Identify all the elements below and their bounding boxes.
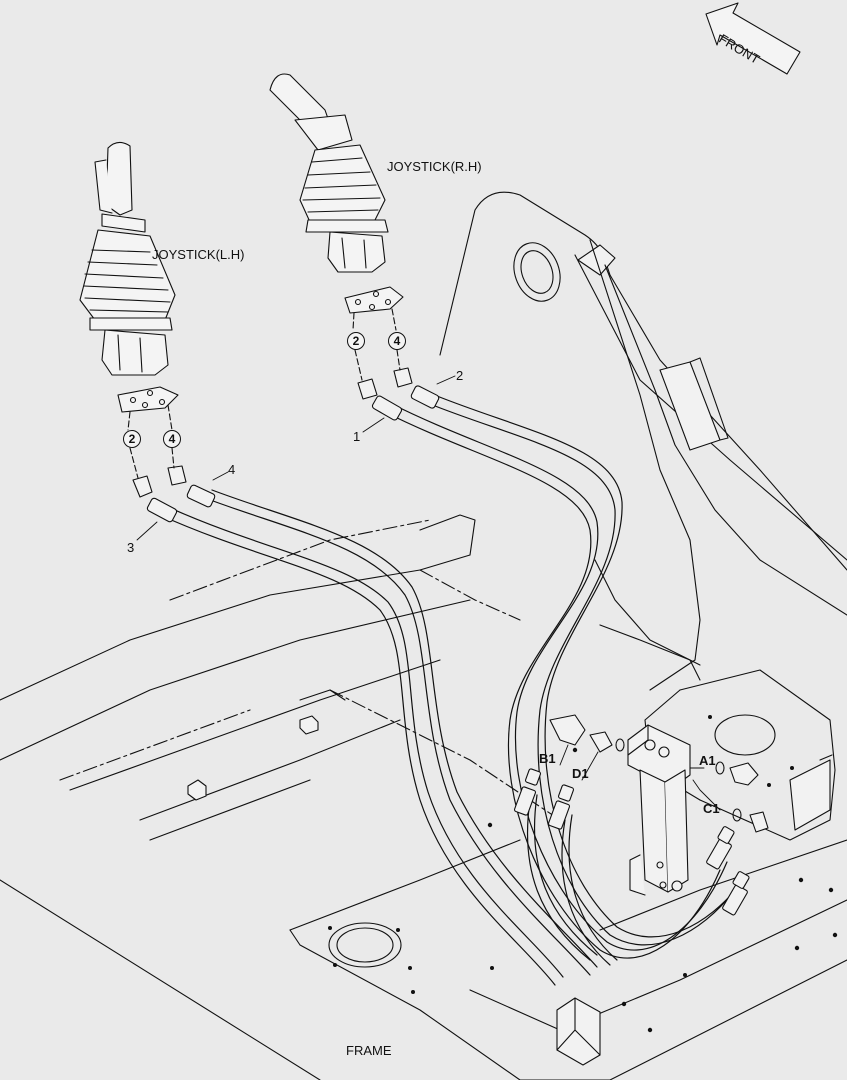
port-marker-rh-2: 2 — [347, 332, 365, 350]
front-arrow-icon — [705, 2, 801, 75]
right-joystick — [269, 73, 404, 381]
joystick-lh-label: JOYSTICK(L.H) — [152, 247, 245, 262]
port-d1-label: D1 — [572, 766, 589, 781]
port-marker-rh-4: 4 — [388, 332, 406, 350]
port-marker-lh-4: 4 — [163, 430, 181, 448]
port-b1-label: B1 — [539, 751, 556, 766]
port-marker-lh-2: 2 — [123, 430, 141, 448]
callout-1: 1 — [353, 429, 361, 444]
hose-fittings — [132, 367, 769, 916]
frame-label: FRAME — [346, 1043, 392, 1058]
frame-structure — [0, 514, 847, 1080]
port-a1-label: A1 — [699, 753, 716, 768]
boom-structure — [439, 191, 847, 841]
left-joystick — [79, 141, 179, 479]
valve-block — [627, 724, 691, 896]
callout-4: 4 — [228, 462, 236, 477]
hydraulic-hoses — [159, 395, 743, 986]
callout-2: 2 — [456, 368, 464, 383]
callout-3: 3 — [127, 540, 135, 555]
port-c1-label: C1 — [703, 801, 720, 816]
leader-lines — [136, 375, 721, 811]
joystick-rh-label: JOYSTICK(R.H) — [387, 159, 482, 174]
